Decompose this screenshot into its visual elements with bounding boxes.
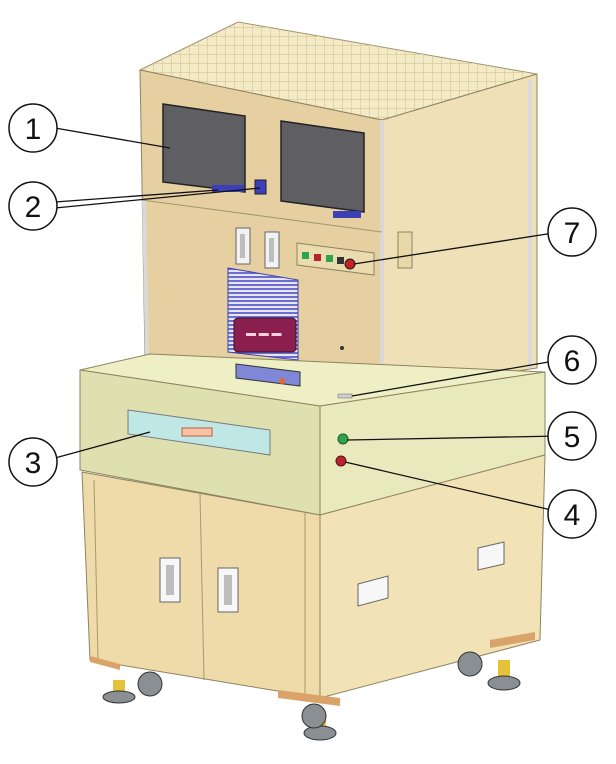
callout-2: 2 [8, 181, 58, 231]
leader-6 [351, 359, 561, 397]
side-handle-left [357, 575, 389, 607]
right-monitor-base [333, 211, 361, 218]
callout-1: 1 [8, 103, 58, 153]
callout-5: 5 [547, 411, 597, 461]
green-button-2 [326, 255, 333, 262]
callout-7-label: 7 [564, 217, 581, 250]
start-button-green [337, 433, 349, 445]
side-panel-handle [397, 231, 413, 269]
side-handle-right [477, 541, 505, 571]
callout-5-label: 5 [564, 421, 581, 454]
callout-2-label: 2 [25, 191, 42, 224]
red-button-1 [314, 254, 321, 261]
leader-7 [353, 231, 561, 265]
callout-6: 6 [547, 335, 597, 385]
callout-3-label: 3 [25, 447, 42, 480]
callout-4: 4 [547, 489, 597, 539]
green-button [302, 252, 309, 259]
base-cabinet [81, 454, 546, 706]
callout-1-label: 1 [25, 113, 42, 146]
leader-5 [346, 435, 561, 441]
leader-2a [54, 189, 219, 203]
left-monitor-base [212, 185, 244, 192]
wheels [102, 651, 521, 741]
wheel-rear-right [457, 651, 521, 691]
callout-6-label: 6 [564, 345, 581, 378]
leader-1 [54, 127, 171, 149]
wheel-front-right [301, 703, 337, 741]
emergency-stop-button [344, 258, 356, 270]
clamp-label: ▬ ▬ ▬ [246, 328, 282, 339]
callout-4-label: 4 [564, 499, 581, 532]
leader-2b [54, 187, 261, 209]
table-sensor [337, 393, 353, 399]
control-module [254, 179, 267, 195]
callout-leaders [54, 127, 561, 513]
leader-3 [54, 431, 151, 459]
upper-cabinet: ▬ ▬ ▬ [138, 21, 538, 393]
base-cabinet-side [319, 454, 546, 699]
left-monitor-screen [162, 103, 246, 193]
callout-7: 7 [547, 207, 597, 257]
work-table [79, 353, 546, 516]
stop-button-red [335, 455, 347, 467]
tray-label [181, 427, 213, 437]
black-button [337, 257, 344, 264]
leader-4 [344, 461, 561, 513]
button-panel [296, 242, 375, 276]
callout-3: 3 [8, 437, 58, 487]
magenta-clamp [233, 317, 297, 353]
wheel-front-left [102, 671, 163, 704]
right-monitor-screen [280, 120, 365, 213]
